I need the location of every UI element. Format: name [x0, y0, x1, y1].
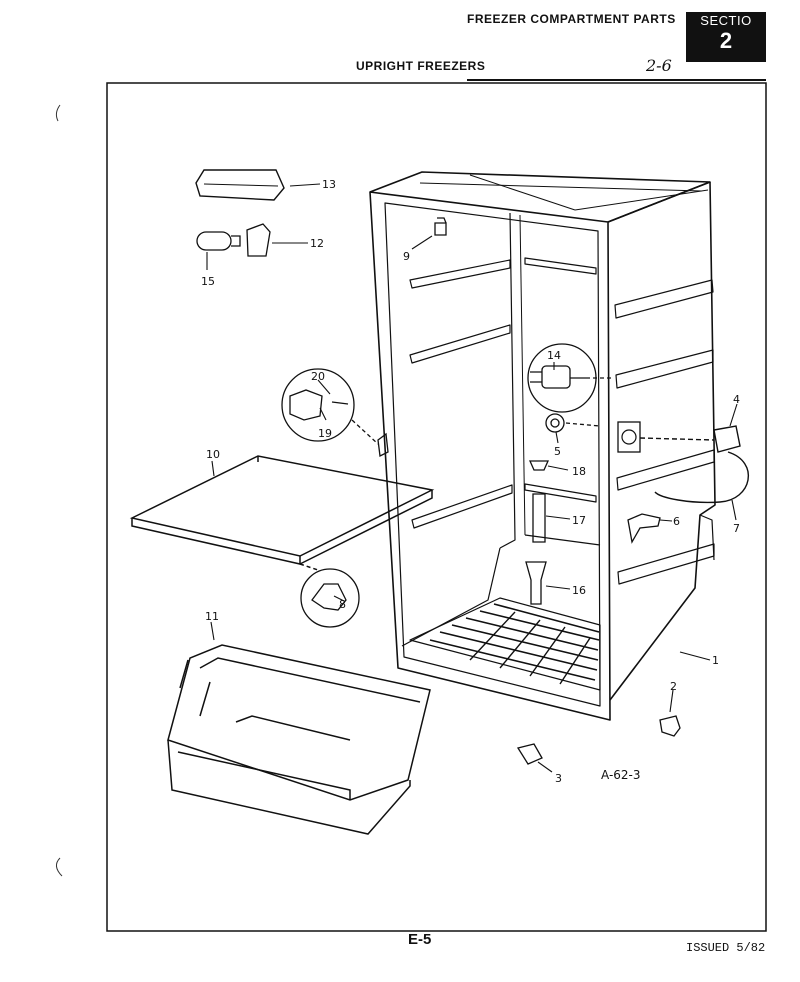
callout-17: 17 — [572, 514, 586, 527]
issued-date: ISSUED 5/82 — [686, 941, 766, 955]
callout-19: 19 — [318, 427, 332, 440]
margin-mark — [56, 857, 63, 877]
section-label: SECTIO — [700, 13, 752, 28]
callout-3: 3 — [555, 772, 562, 785]
leader-lines — [206, 183, 738, 773]
part-14-switch — [527, 343, 612, 413]
cabinet-side — [609, 181, 716, 701]
part-5-grommet — [545, 413, 601, 433]
part-10-shelf — [129, 455, 435, 571]
callout-6: 6 — [673, 515, 680, 528]
callout-8: 8 — [339, 598, 346, 611]
cabinet-inner-frame — [384, 202, 601, 707]
callout-12: 12 — [310, 237, 324, 250]
callout-20: 20 — [311, 370, 325, 383]
part-13-cover — [195, 169, 285, 201]
part-2-bracket — [659, 715, 681, 737]
callout-11: 11 — [205, 610, 219, 623]
header-title: FREEZER COMPARTMENT PARTS — [467, 12, 676, 26]
part-15-bulb — [196, 231, 232, 251]
part-19-20-detail — [281, 368, 389, 457]
callout-labels: 1 2 3 4 5 6 7 8 9 10 11 12 13 14 15 16 1… — [201, 178, 740, 785]
callout-10: 10 — [206, 448, 220, 461]
callout-16: 16 — [572, 584, 586, 597]
handwritten-note: 2-6 — [646, 56, 672, 75]
callout-18: 18 — [572, 465, 586, 478]
cabinet-front-frame — [369, 191, 611, 721]
part-8-detail — [300, 568, 360, 628]
callout-14: 14 — [547, 349, 561, 362]
callout-9: 9 — [403, 250, 410, 263]
floor-grid — [409, 597, 601, 691]
part-16-drain — [525, 561, 547, 605]
part-11-basket — [167, 644, 431, 835]
part-3-foot — [516, 743, 543, 765]
part-18-plug — [528, 460, 550, 471]
callout-1: 1 — [712, 654, 719, 667]
part-4-control — [639, 425, 750, 504]
callout-15: 15 — [201, 275, 215, 288]
page-subtitle: UPRIGHT FREEZERS — [356, 59, 486, 73]
part-9-socket — [434, 217, 447, 236]
section-badge: SECTIO 2 — [686, 12, 766, 62]
margin-mark — [55, 104, 61, 122]
callout-4: 4 — [733, 393, 740, 406]
part-12-socket — [246, 223, 271, 257]
callout-5: 5 — [554, 445, 561, 458]
page-code: E-5 — [408, 931, 432, 948]
figure-code: A-62-3 — [601, 768, 641, 782]
diagram-frame — [106, 82, 767, 932]
section-number: 2 — [719, 28, 733, 53]
callout-7: 7 — [733, 522, 740, 535]
thermostat-plate — [617, 421, 641, 453]
part-17-tube — [532, 493, 546, 543]
callout-2: 2 — [670, 680, 677, 693]
part-6-clip — [627, 513, 661, 544]
callout-13: 13 — [322, 178, 336, 191]
part-7-capillary — [654, 451, 750, 504]
